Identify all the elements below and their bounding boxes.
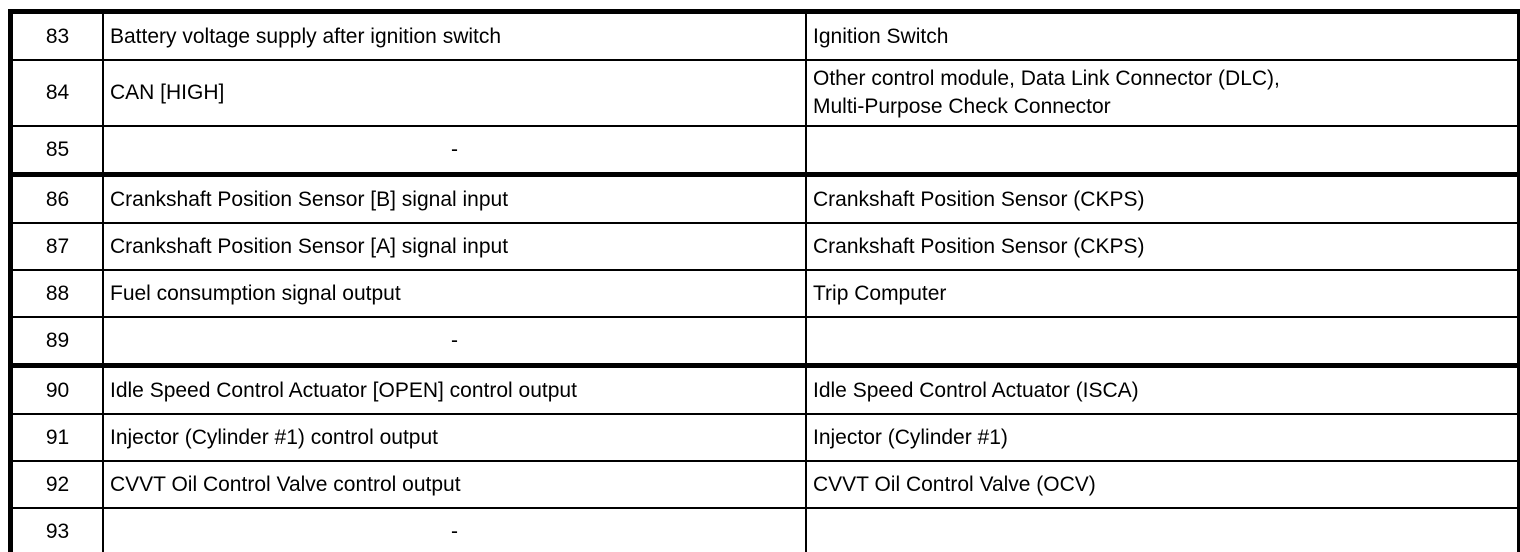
description-cell: Battery voltage supply after ignition sw… — [102, 10, 807, 61]
pin-number-cell: 85 — [9, 125, 104, 176]
connected-to-cell: Ignition Switch — [805, 10, 1520, 61]
connected-to-cell — [805, 316, 1520, 367]
pin-number-cell: 93 — [9, 507, 104, 552]
pin-number-cell: 89 — [9, 316, 104, 367]
pin-number-cell: 87 — [9, 222, 104, 271]
description-cell: - — [102, 316, 807, 367]
description-cell: - — [102, 507, 807, 552]
description-cell: Crankshaft Position Sensor [B] signal in… — [102, 172, 807, 224]
connected-to-cell: Trip Computer — [805, 269, 1520, 318]
pin-number-cell: 91 — [9, 413, 104, 462]
table-row: 89- — [9, 316, 1520, 367]
table-row: 93- — [9, 507, 1520, 552]
pin-number-cell: 86 — [9, 172, 104, 224]
description-cell: Injector (Cylinder #1) control output — [102, 413, 807, 462]
table-row: 85- — [9, 125, 1520, 176]
pin-number-cell: 88 — [9, 269, 104, 318]
pin-number-cell: 84 — [9, 59, 104, 127]
connected-to-cell: Crankshaft Position Sensor (CKPS) — [805, 172, 1520, 224]
description-cell: - — [102, 125, 807, 176]
pin-number-cell: 90 — [9, 363, 104, 415]
connected-to-cell: CVVT Oil Control Valve (OCV) — [805, 460, 1520, 509]
pin-number-cell: 92 — [9, 460, 104, 509]
connected-to-cell — [805, 125, 1520, 176]
connected-to-cell — [805, 507, 1520, 552]
description-cell: CAN [HIGH] — [102, 59, 807, 127]
connected-to-cell: Other control module, Data Link Connecto… — [805, 59, 1520, 127]
description-cell: Idle Speed Control Actuator [OPEN] contr… — [102, 363, 807, 415]
description-cell: Crankshaft Position Sensor [A] signal in… — [102, 222, 807, 271]
connected-to-cell: Idle Speed Control Actuator (ISCA) — [805, 363, 1520, 415]
pin-number-cell: 83 — [9, 10, 104, 61]
description-cell: CVVT Oil Control Valve control output — [102, 460, 807, 509]
connected-to-cell: Crankshaft Position Sensor (CKPS) — [805, 222, 1520, 271]
connected-to-cell: Injector (Cylinder #1) — [805, 413, 1520, 462]
description-cell: Fuel consumption signal output — [102, 269, 807, 318]
